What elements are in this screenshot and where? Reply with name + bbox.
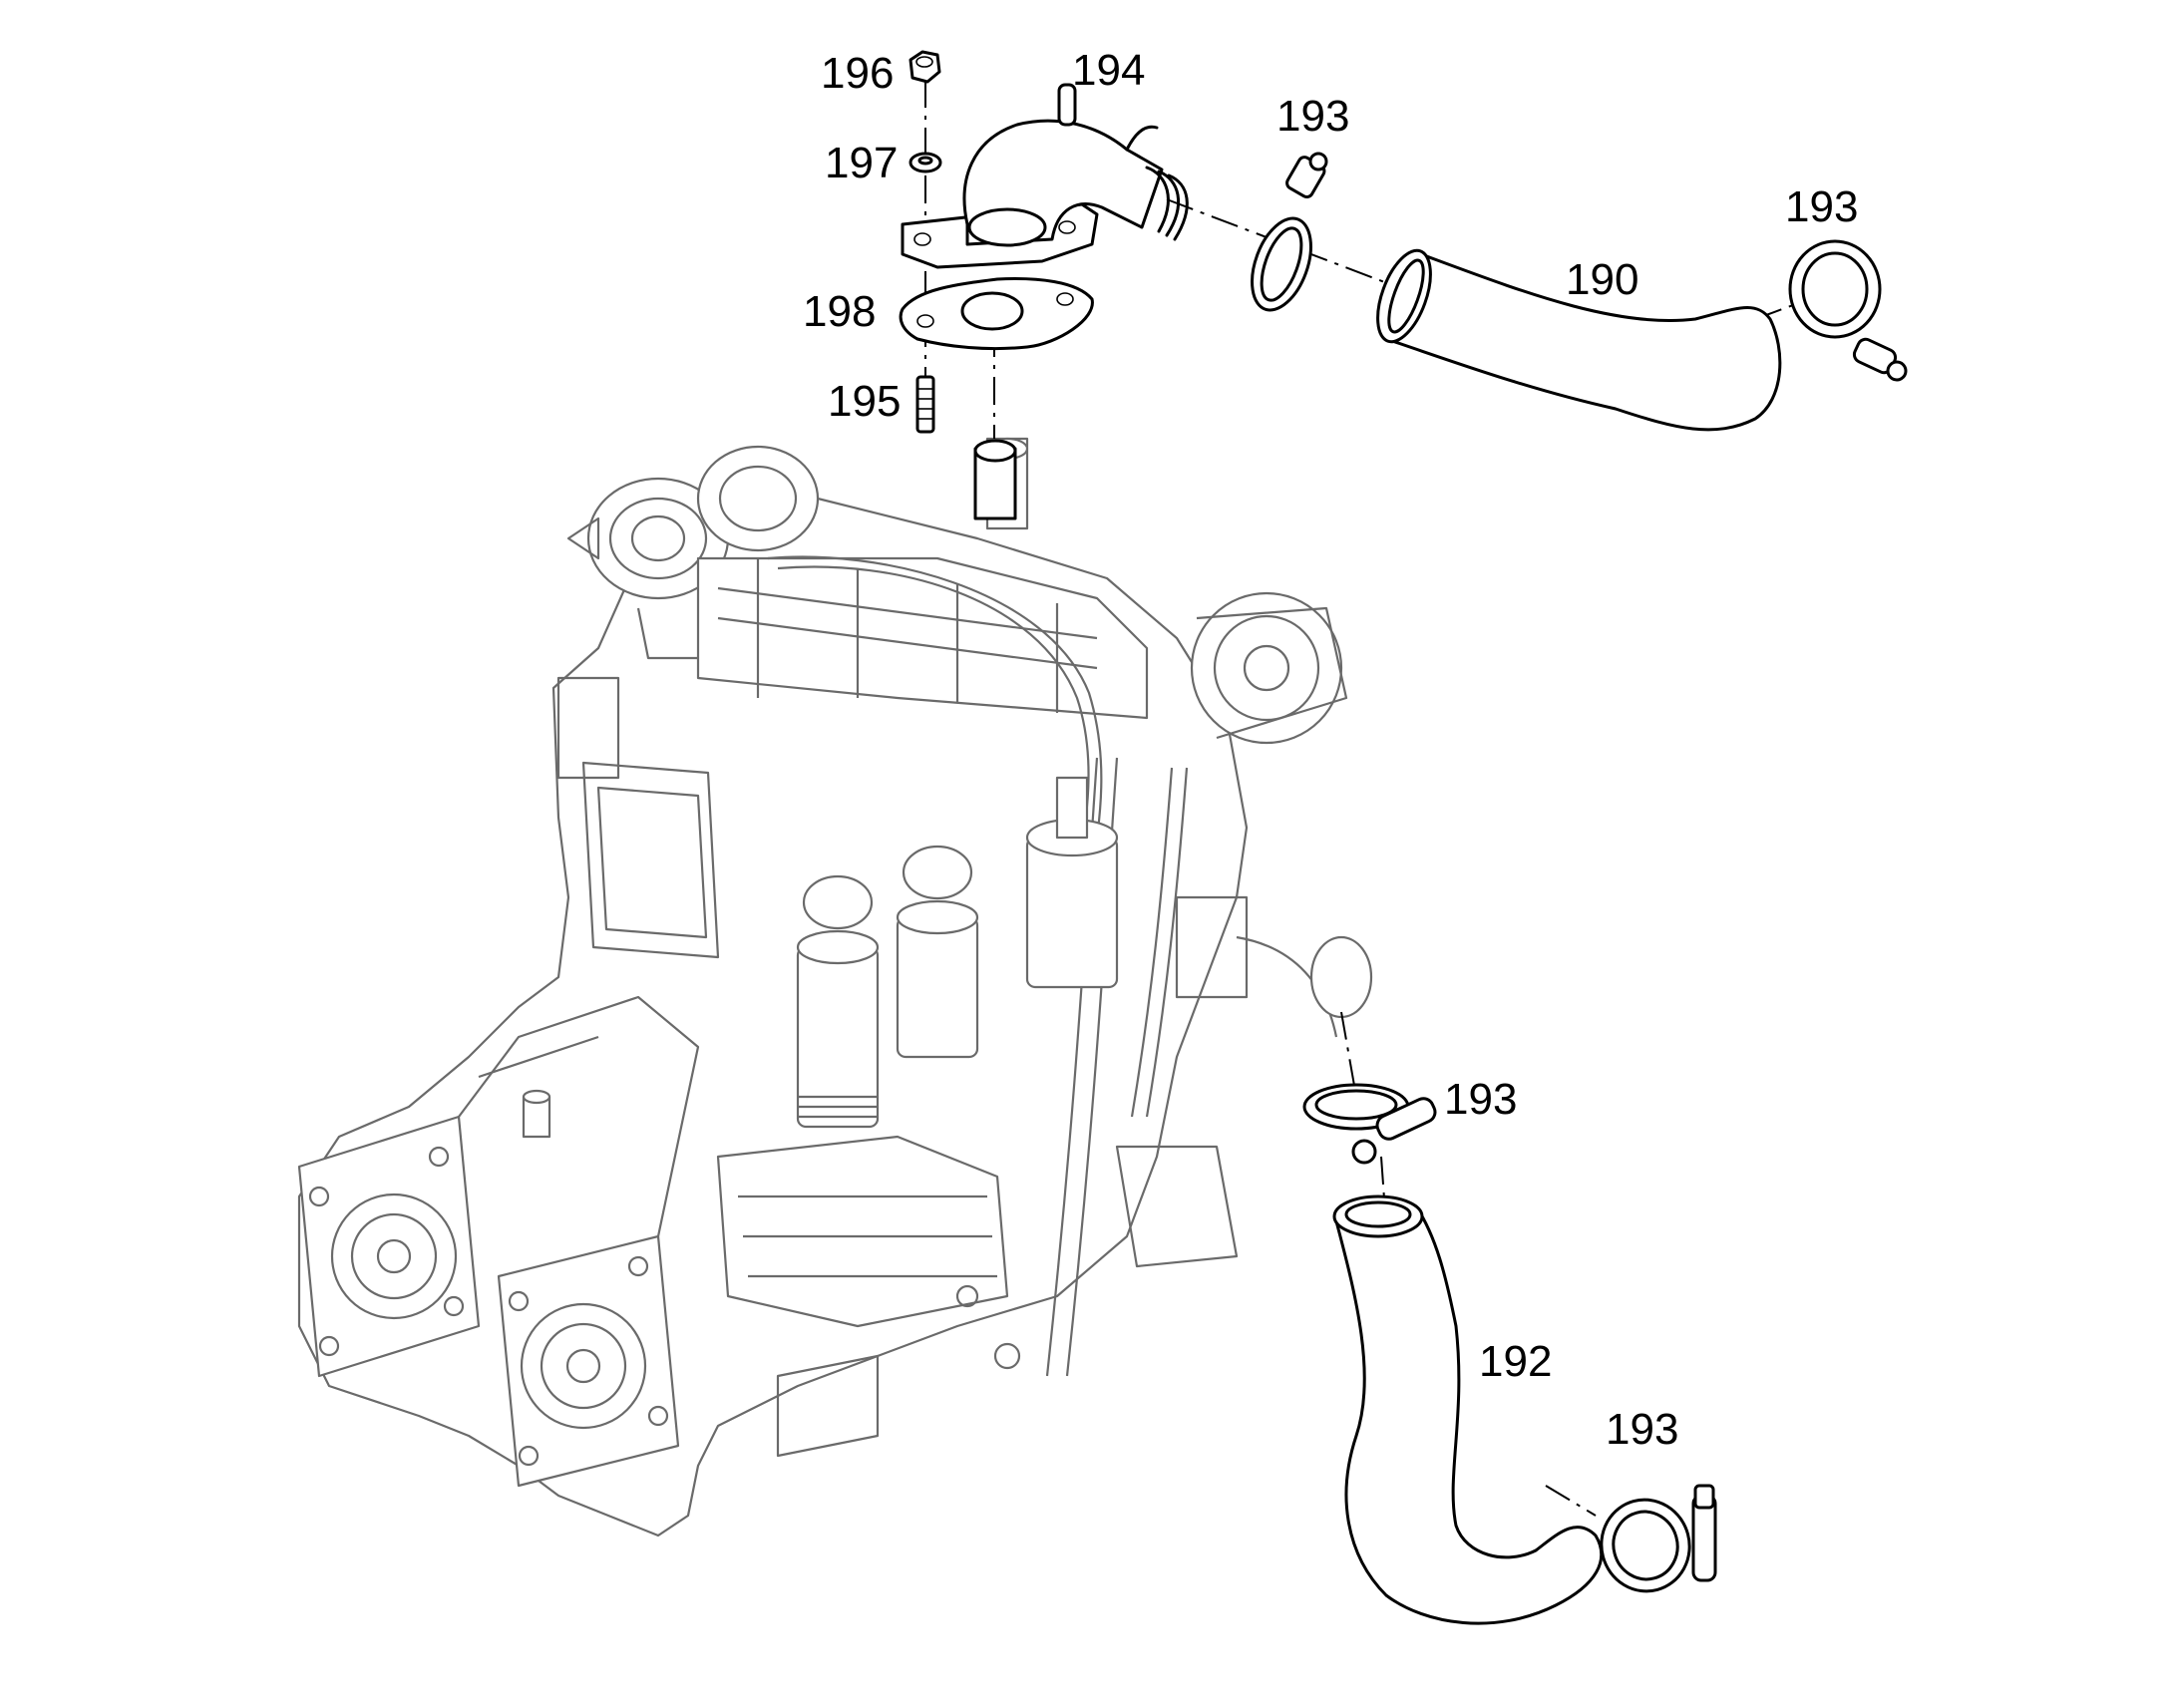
callout-labels: 196 194 197 193 193 190 198 195 193 192 … bbox=[803, 46, 1858, 1454]
alternator bbox=[1190, 591, 1348, 745]
callout-193-d: 193 bbox=[1606, 1405, 1678, 1454]
callout-190: 190 bbox=[1566, 255, 1638, 304]
callout-193-b: 193 bbox=[1785, 182, 1858, 231]
part-194-elbow-outlet bbox=[901, 83, 1189, 269]
part-193-hose-clamp-b bbox=[1788, 239, 1908, 382]
engine-assembly bbox=[297, 437, 1373, 1537]
callout-194: 194 bbox=[1072, 46, 1145, 95]
turbocharger bbox=[566, 445, 820, 660]
hydraulic-pump-housing bbox=[297, 995, 700, 1488]
part-193-hose-clamp-a bbox=[1251, 152, 1328, 312]
callout-193-c: 193 bbox=[1444, 1075, 1517, 1124]
part-193-hose-clamp-d bbox=[1600, 1484, 1717, 1593]
callout-197: 197 bbox=[825, 139, 898, 187]
part-192-lower-radiator-hose bbox=[1332, 1195, 1604, 1625]
fuel-filters bbox=[796, 776, 1119, 1129]
part-195-stud bbox=[915, 375, 935, 434]
part-190-upper-radiator-hose bbox=[1376, 248, 1782, 432]
callout-198: 198 bbox=[803, 287, 876, 336]
callout-192: 192 bbox=[1479, 1337, 1552, 1386]
callout-193-a: 193 bbox=[1276, 92, 1349, 141]
part-196-hex-nut bbox=[908, 50, 941, 84]
part-197-washer bbox=[908, 152, 942, 173]
callout-195: 195 bbox=[828, 377, 901, 426]
part-198-gasket bbox=[899, 277, 1094, 351]
callout-196: 196 bbox=[821, 49, 894, 98]
ecu-module bbox=[556, 676, 720, 959]
part-193-hose-clamp-c bbox=[1302, 1083, 1437, 1165]
engine-coolant-outlet-stub bbox=[973, 439, 1017, 520]
